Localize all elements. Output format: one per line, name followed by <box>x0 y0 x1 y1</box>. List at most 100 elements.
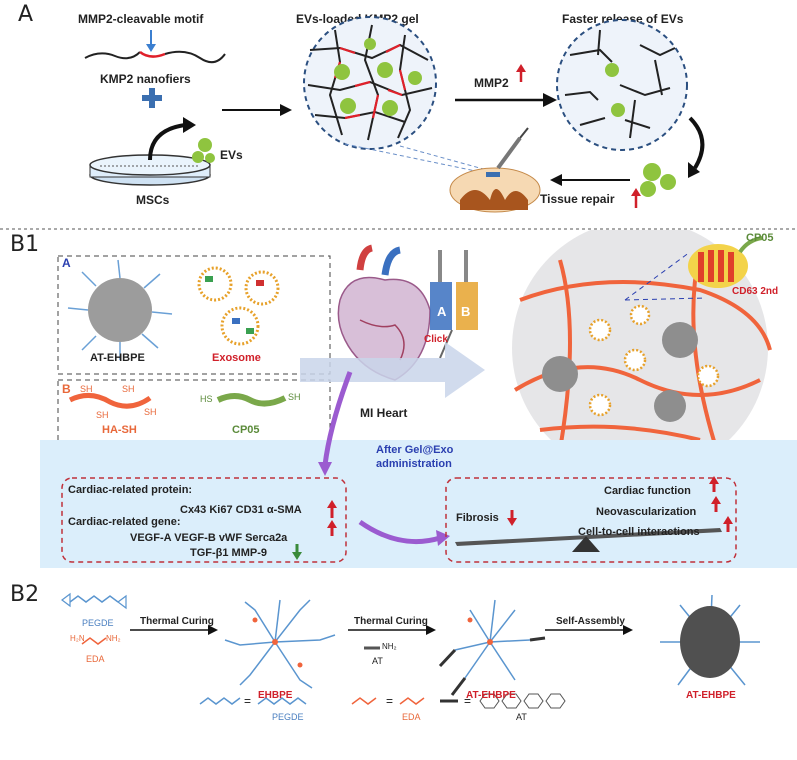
cell-interactions-label: Cell-to-cell interactions <box>578 526 700 538</box>
panel-a-letter: A <box>18 2 34 27</box>
exosome-clusters <box>588 304 720 417</box>
at-ehbpe-label-1: AT-EHBPE <box>466 690 516 701</box>
arrow-to-tissue <box>550 174 630 186</box>
syringe-icon <box>496 127 529 170</box>
box-a <box>57 255 331 375</box>
at-ehbpe-structure <box>454 599 531 681</box>
self-assembly-label: Self-Assembly <box>556 616 625 627</box>
repair-label: Tissue repair <box>540 192 615 206</box>
release-curved-arrow <box>688 116 705 170</box>
kmp2-nanofiber <box>84 51 141 60</box>
fibrosis-down-arrow-icon <box>507 510 517 526</box>
ha-sh-label: HA-SH <box>102 424 137 436</box>
gene-list: VEGF-A VEGF-B vWF Serca2a <box>130 532 288 544</box>
cell-up-arrow-icon <box>723 516 733 532</box>
panel-a-diagram <box>0 16 797 230</box>
cd63-zoom-icon <box>688 236 763 288</box>
sh-label-2: SH <box>122 384 135 394</box>
plus-icon <box>142 88 162 108</box>
self-assembly-arrow <box>545 625 633 635</box>
nh2-label: NH₂ <box>106 634 121 643</box>
eda-label: EDA <box>86 654 105 664</box>
heart-icon <box>337 244 431 381</box>
syringe-b-label: B <box>461 304 471 319</box>
mmp2-arrow <box>455 93 557 107</box>
gene-list-2: TGF-β1 MMP-9 <box>190 547 267 559</box>
curved-arrow <box>148 123 186 161</box>
sh-label-4: SH <box>144 407 157 417</box>
pegde-label: PEGDE <box>82 618 114 628</box>
nanofiber-label: KMP2 nanofiers <box>100 72 191 86</box>
cardiac-up-arrow-icon <box>709 476 719 492</box>
ehbpe-structure <box>224 599 336 689</box>
sh-label-3: SH <box>96 410 109 420</box>
petri-dish-icon <box>89 154 211 186</box>
thermal-arrow-2 <box>348 625 436 635</box>
balance-icon <box>455 528 722 552</box>
svg-text:=: = <box>386 694 393 708</box>
cp05-chain <box>216 393 287 407</box>
released-evs <box>640 163 676 197</box>
cardiac-function-label: Cardiac function <box>604 485 691 497</box>
thermal-label-1: Thermal Curing <box>140 616 214 627</box>
cd63-label: CD63 2nd <box>732 286 779 297</box>
cp05-zoom-label: CP05 <box>746 232 774 244</box>
functional-results-box <box>445 477 737 563</box>
gene-down-arrow-icon <box>292 544 302 560</box>
ehbpe-label: EHBPE <box>258 690 293 701</box>
panel-b2-letter: B2 <box>10 582 40 607</box>
thermal-label-2: Thermal Curing <box>354 616 428 627</box>
box-a-letter: A <box>62 256 71 270</box>
thermal-arrow-1 <box>130 625 218 635</box>
polymer-spheres <box>542 322 698 422</box>
panel-b1-letter: B1 <box>10 232 40 257</box>
cp05-label: CP05 <box>232 424 260 436</box>
at-ehbpe-label-2: AT-EHBPE <box>686 690 736 701</box>
evs-label: EVs <box>220 148 243 162</box>
neovascularization-label: Neovascularization <box>596 506 697 518</box>
ha-sh-chain <box>68 393 152 409</box>
repair-up-arrow-icon <box>631 188 641 208</box>
legend-eda: = <box>351 694 425 708</box>
molecular-results-box <box>61 477 347 563</box>
hs-label: HS <box>200 394 213 404</box>
pegde-chain <box>69 595 119 603</box>
fibrosis-label: Fibrosis <box>456 512 499 524</box>
h2n-label: H₂N <box>70 634 85 643</box>
syringe-a-label: A <box>437 304 447 319</box>
legend-pegde-label: PEGDE <box>272 712 304 722</box>
polymer-icon <box>67 259 173 360</box>
sh-label-cp05: SH <box>288 392 301 402</box>
panel-b1-diagram <box>40 230 797 568</box>
admin-label-1: After Gel@Exo <box>376 444 454 456</box>
legend-at: = <box>440 693 566 709</box>
gene-up-arrow-icon <box>327 520 337 536</box>
protein-up-arrow-icon <box>327 500 337 518</box>
protein-list: Cx43 Ki67 CD31 α-SMA <box>180 504 302 516</box>
heart-label: MI Heart <box>360 406 408 420</box>
big-arrow <box>300 342 485 398</box>
gene-title: Cardiac-related gene: <box>68 516 181 528</box>
polymer-label: AT-EHBPE <box>90 352 145 364</box>
legend-eda-label: EDA <box>402 712 421 722</box>
neo-up-arrow-icon <box>711 496 721 512</box>
at-label: AT <box>372 656 383 666</box>
arrow-to-gel <box>222 104 292 116</box>
double-syringe-icon <box>430 250 478 359</box>
exosome-label: Exosome <box>212 352 261 364</box>
results-band <box>40 440 797 568</box>
mscs-label: MSCs <box>136 193 170 207</box>
admin-label-2: administration <box>376 458 452 470</box>
release-label: Faster release of EVs <box>562 12 684 26</box>
assembled-nanoparticle <box>660 594 760 686</box>
protein-title: Cardiac-related protein: <box>68 484 193 496</box>
up-arrow-icon <box>516 64 526 82</box>
motif-arrow <box>146 30 156 52</box>
result-arrow <box>358 519 441 545</box>
exosome-icon <box>197 266 280 346</box>
svg-text:=: = <box>244 694 251 708</box>
legend-at-label: AT <box>516 712 527 722</box>
legend-pegde: = <box>199 694 307 708</box>
admin-arrow <box>322 371 353 466</box>
tissue-icon <box>449 167 541 213</box>
